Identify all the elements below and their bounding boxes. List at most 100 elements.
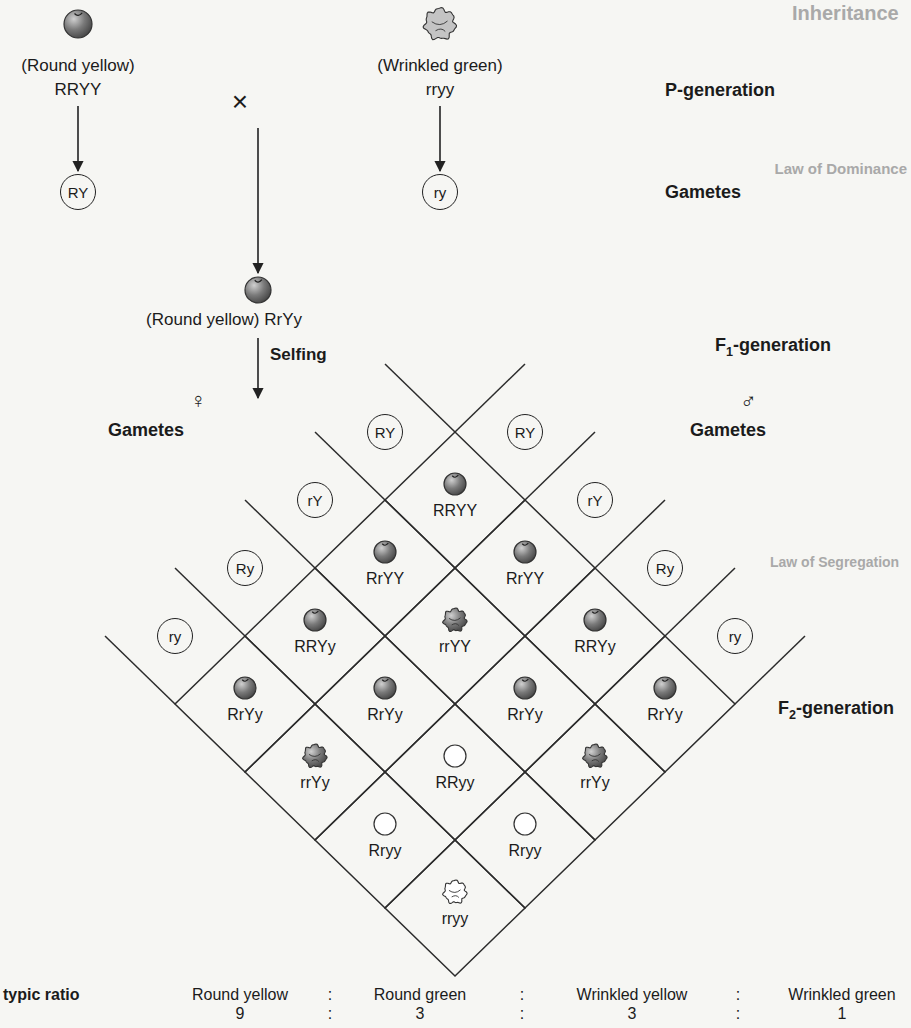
punnett-cell: RrYy	[315, 636, 455, 772]
seed-hilum	[522, 543, 528, 545]
cell-diamond	[525, 568, 665, 704]
gametes-label: Gametes	[665, 182, 741, 203]
cell-outline-layer	[245, 568, 385, 704]
gamete-circle: ry	[157, 618, 193, 654]
generation-label: F2-generation	[778, 698, 894, 722]
cell-outline-layer	[385, 840, 525, 976]
punnett-cell: RrYY	[315, 500, 455, 636]
cell-diamond	[385, 568, 525, 704]
gamete-text: RY	[375, 425, 396, 440]
selfing-label: Selfing	[270, 345, 327, 365]
gamete-guide-lines	[105, 364, 805, 704]
ratio-number: 3	[416, 1005, 425, 1023]
wrinkled-seed	[583, 744, 608, 768]
page-heading: Law of Dominance	[774, 160, 907, 177]
punnett-cell: RRYy	[245, 568, 385, 704]
cell-diamond	[315, 772, 455, 908]
gamete-circle: Ry	[647, 550, 683, 586]
round-seed	[374, 541, 396, 563]
genotype-text: RRYY	[385, 502, 525, 520]
seed-hilum	[452, 475, 458, 477]
punnett-cell: RRYy	[525, 568, 665, 704]
label-part: 2	[789, 708, 796, 722]
gamete-circle: RY	[367, 414, 403, 450]
cell-outline-layer	[385, 568, 525, 704]
genotype-text: Rryy	[455, 842, 595, 860]
cell-outline-layer	[525, 568, 665, 704]
seed-crease	[449, 890, 461, 898]
phenotype-name: Wrinkled yellow	[577, 986, 688, 1004]
pea-illustrations	[64, 8, 457, 303]
punnett-cell: RrYy	[455, 636, 595, 772]
punnett-cell: Rryy	[315, 772, 455, 908]
seed-hilum	[592, 611, 598, 613]
cell-outline-layer	[455, 636, 595, 772]
cell-diamond	[595, 636, 735, 772]
seed-hilum	[255, 280, 262, 282]
genotype-text: RRYy	[245, 638, 385, 656]
arrow-line	[77, 106, 79, 171]
cell-outline-layer	[385, 432, 525, 568]
cell-outline-layer	[245, 704, 385, 840]
punnett-cell: rrYy	[525, 704, 665, 840]
punnett-cell: RrYY	[455, 500, 595, 636]
cell-outline-layer	[525, 704, 665, 840]
wrinkled-seed	[443, 880, 468, 904]
male-symbol: ♂	[740, 388, 757, 413]
arrow-line	[439, 106, 441, 171]
cell-outline-layer	[315, 772, 455, 908]
generation-label: F1-generation	[715, 335, 831, 359]
punnett-cell: rrYy	[245, 704, 385, 840]
genotype-text: Rryy	[315, 842, 455, 860]
phenotype-label: (Wrinkled green)	[377, 56, 502, 76]
seed-crease	[309, 754, 321, 762]
cell-diamond	[385, 704, 525, 840]
genotype-text: RRyy	[385, 774, 525, 792]
genotype-label: rryy	[426, 80, 454, 100]
ratio-number: 3	[628, 1005, 637, 1023]
arrow-line	[257, 338, 259, 398]
cell-diamond	[385, 840, 525, 976]
ratio-heading: typic ratio	[3, 986, 79, 1004]
round-seed	[584, 609, 606, 631]
ratio-separator: :	[328, 1005, 332, 1023]
round-seed	[304, 609, 326, 631]
cell-diamond	[175, 636, 315, 772]
ratio-separator: :	[520, 1005, 524, 1023]
genotype-label: RRYY	[55, 80, 102, 100]
cell-diamond	[315, 636, 455, 772]
gamete-text: ry	[169, 629, 182, 644]
cell-diamond	[455, 636, 595, 772]
label-part: F	[715, 335, 726, 355]
genotype-text: RrYy	[455, 706, 595, 724]
cell-diamond	[245, 568, 385, 704]
round-seed	[64, 10, 92, 38]
seed-hilum	[382, 679, 388, 681]
generation-label: P-generation	[665, 80, 775, 101]
label-part: F	[778, 698, 789, 718]
phenotype-name: Wrinkled green	[788, 986, 895, 1004]
page-heading: Inheritance	[792, 2, 899, 25]
gametes-label: Gametes	[108, 420, 184, 441]
cell-outline-layer	[385, 704, 525, 840]
wrinkled-seed	[423, 8, 456, 40]
gamete-text: ry	[729, 629, 742, 644]
round-seed	[245, 277, 271, 303]
genotype-text: RrYy	[315, 706, 455, 724]
genotype-text: RrYy	[595, 706, 735, 724]
cell-diamond	[455, 772, 595, 908]
cell-outline-layer	[455, 772, 595, 908]
round-seed	[374, 677, 396, 699]
female-symbol: ♀	[190, 388, 207, 413]
punnett-cell: Rryy	[455, 772, 595, 908]
seed-hilum	[662, 679, 668, 681]
round-seed	[234, 677, 256, 699]
gamete-text: rY	[588, 493, 603, 508]
round-seed	[374, 813, 396, 835]
genotype-text: RrYY	[455, 570, 595, 588]
generation-arrows	[78, 106, 440, 398]
gamete-text: rY	[308, 493, 323, 508]
ratio-separator: :	[736, 1005, 740, 1023]
genotype-text: rrYy	[525, 774, 665, 792]
